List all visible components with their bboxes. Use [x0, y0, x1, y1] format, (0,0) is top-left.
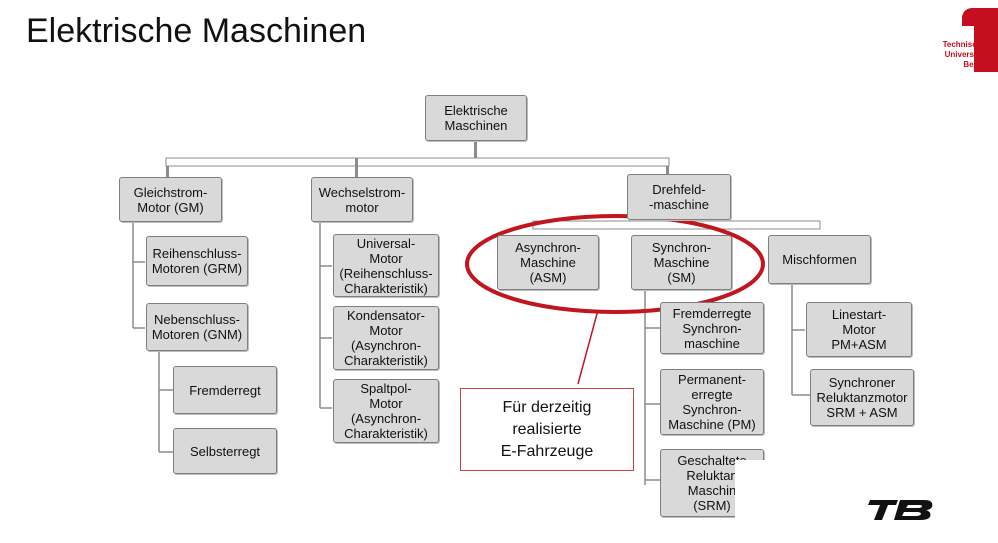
node-spaltpol-motor: Spaltpol- Motor (Asynchron- Charakterist… [333, 379, 439, 443]
node-linestart-motor: Linestart- Motor PM+ASM [806, 302, 912, 357]
connector-sm-children [644, 290, 660, 485]
node-nebenschluss-motoren: Nebenschluss- Motoren (GNM) [146, 303, 248, 351]
node-mischformen: Mischformen [768, 235, 871, 284]
node-wechselstrom-motor: Wechselstrom- motor [311, 177, 413, 222]
connector-gm-drop [166, 166, 169, 177]
callout-pointer [577, 309, 599, 385]
node-drehfeld-maschine: Drehfeld- -maschine [627, 174, 731, 220]
corner-logo-mark [868, 500, 933, 520]
connector-root-stem [474, 141, 477, 158]
node-fremderregt: Fremderregt [173, 366, 277, 414]
connector-gnm-children [158, 351, 173, 453]
node-asynchron-maschine: Asynchron- Maschine (ASM) [497, 235, 599, 290]
connector-ws-children [319, 222, 332, 409]
highlight-ellipse [465, 214, 765, 314]
node-universal-motor: Universal- Motor (Reihenschluss- Charakt… [333, 234, 439, 297]
node-synchron-maschine: Synchron- Maschine (SM) [631, 235, 732, 290]
connector-df-drop [666, 166, 669, 174]
connector-ws-drop [355, 158, 358, 177]
node-selbsterregt: Selbsterregt [173, 428, 277, 474]
logo-text: Technische Universität Berlin [943, 40, 986, 70]
node-elektrische-maschinen: Elektrische Maschinen [425, 95, 527, 141]
logo-line-1: Technische [942, 40, 986, 49]
node-kondensator-motor: Kondensator- Motor (Asynchron- Charakter… [333, 306, 439, 370]
connector-drehfeld-bracket [532, 220, 821, 230]
connector-mix-children [791, 284, 810, 396]
logo-line-2: Universität [944, 50, 986, 59]
callout-e-fahrzeuge: Für derzeitig realisierte E-Fahrzeuge [460, 388, 634, 471]
connector-root-bracket [165, 157, 670, 167]
node-fremderregte-synchronmaschine: Fremderregte Synchron- maschine [660, 302, 764, 354]
node-gleichstrom-motor: Gleichstrom- Motor (GM) [119, 177, 222, 222]
connector-gm-children [132, 222, 145, 329]
slide-overlay [735, 460, 855, 543]
node-permanenterregte-synchronmaschine: Permanent- erregte Synchron- Maschine (P… [660, 369, 764, 435]
slide-title: Elektrische Maschinen [26, 12, 367, 50]
logo-mark-bar [974, 8, 998, 72]
node-reihenschluss-motoren: Reihenschluss- Motoren (GRM) [146, 236, 248, 286]
university-logo: Technische Universität Berlin [930, 8, 998, 78]
logo-line-3: Berlin [963, 60, 986, 69]
node-synchroner-reluktanzmotor: Synchroner Reluktanzmotor SRM + ASM [810, 369, 914, 426]
